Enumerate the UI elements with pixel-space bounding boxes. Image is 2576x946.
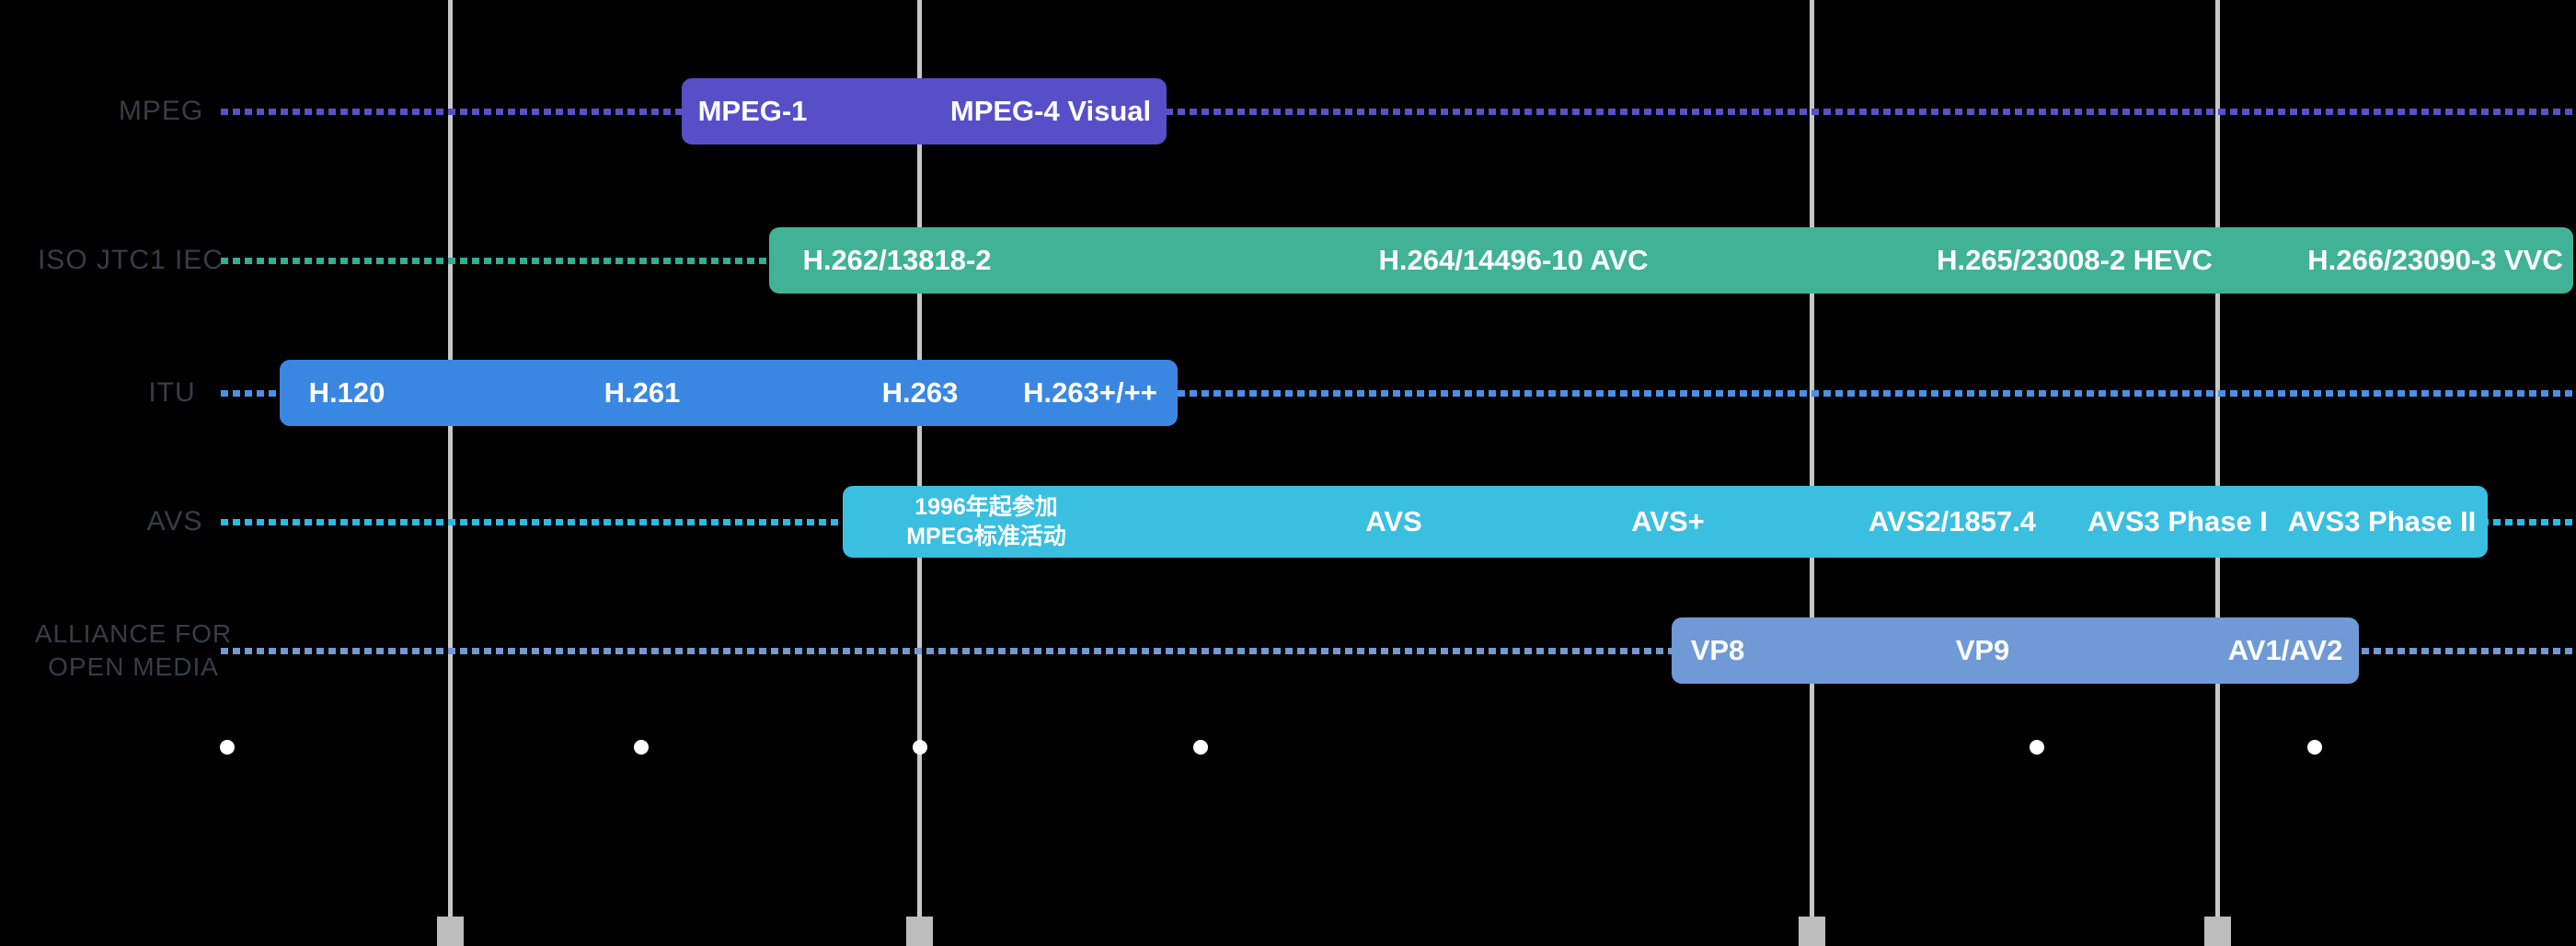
row-label-itu: ITU (148, 376, 195, 410)
bar-itu: H.120 H.261 H.263 H.263+/++ (280, 360, 1178, 426)
row-label-mpeg: MPEG (119, 95, 203, 128)
bar-label-line: 1996年起参加 (914, 494, 1058, 520)
gridline-handle (2204, 917, 2231, 946)
bar-label-avs-4: AVS3 Phase I (2087, 505, 2268, 538)
bar-label-iso-jtc1-iec-1: H.264/14496-10 AVC (1379, 244, 1649, 277)
bar-label-avs-5: AVS3 Phase II (2288, 505, 2476, 538)
bar-label-line: AVS3 Phase II (2287, 505, 2477, 537)
bar-label-iso-jtc1-iec-3: H.266/23090-3 VVC (2307, 244, 2562, 277)
bar-mpeg: MPEG-1 MPEG-4 Visual (682, 78, 1167, 144)
row-dotline-alliance-for-open-media (221, 648, 2576, 654)
bar-label-line: H.264/14496-10 AVC (1378, 244, 1649, 276)
row-dotline-mpeg (221, 109, 2576, 115)
bar-label-iso-jtc1-iec-0: H.262/13818-2 (802, 244, 991, 277)
bar-alliance-for-open-media: VP8 VP9 AV1/AV2 (1672, 617, 2359, 684)
row-label-line: ITU (148, 377, 196, 408)
year-dot (634, 740, 649, 755)
bar-label-line: VP9 (1955, 634, 2010, 666)
bar-label-line: AV1/AV2 (2227, 634, 2343, 666)
bar-label-line: AVS2/1857.4 (1868, 505, 2037, 537)
bar-label-line: AVS3 Phase I (2087, 505, 2268, 537)
bar-label-line: MPEG-1 (697, 95, 808, 127)
bar-label-line: H.262/13818-2 (802, 244, 992, 276)
bar-label-itu-3: H.263+/++ (1023, 376, 1157, 410)
bar-label-line: AVS (1365, 505, 1422, 537)
bar-label-mpeg-1: MPEG-4 Visual (950, 95, 1151, 128)
row-label-line: MPEG (118, 96, 204, 126)
bar-label-line: H.265/23008-2 HEVC (1937, 244, 2213, 276)
year-gridline (448, 0, 453, 917)
bar-label-alliance-for-open-media-0: VP8 (1691, 634, 1745, 667)
row-label-alliance-for-open-media: ALLIANCE FOR OPEN MEDIA (35, 617, 232, 684)
bar-label-line: H.261 (604, 376, 681, 409)
bar-label-iso-jtc1-iec-2: H.265/23008-2 HEVC (1937, 244, 2213, 277)
row-label-line: OPEN MEDIA (48, 652, 219, 681)
row-label-line: AVS (146, 506, 203, 536)
bar-iso-jtc1-iec: H.262/13818-2 H.264/14496-10 AVC H.265/230… (769, 227, 2573, 294)
bar-label-avs-0: 1996年起参加 MPEG标准活动 (906, 492, 1066, 551)
bar-label-line: MPEG-4 Visual (949, 95, 1152, 127)
year-dot (1193, 740, 1208, 755)
bar-label-line: H.263+/++ (1023, 376, 1157, 409)
year-gridline (2215, 0, 2220, 917)
year-dot (2030, 740, 2044, 755)
bar-label-mpeg-0: MPEG-1 (698, 95, 808, 128)
bar-label-line: H.266/23090-3 VVC (2307, 244, 2563, 276)
bar-label-line: VP8 (1690, 634, 1745, 666)
bar-avs: 1996年起参加 MPEG标准活动 AVS AVS+ AVS2/1857.4 AVS3 P… (843, 486, 2488, 558)
year-dot (913, 740, 927, 755)
row-label-avs: AVS (147, 505, 203, 538)
bar-label-itu-0: H.120 (309, 376, 385, 410)
row-label-iso-jtc1-iec: ISO JTC1 IEC (38, 244, 224, 277)
bar-label-line: H.263 (881, 376, 959, 409)
row-label-line: ALLIANCE FOR (34, 619, 233, 648)
bar-label-line: AVS+ (1631, 505, 1705, 537)
bar-label-avs-3: AVS2/1857.4 (1869, 505, 2036, 538)
bar-label-alliance-for-open-media-1: VP9 (1956, 634, 2010, 667)
row-label-line: ISO JTC1 IEC (37, 245, 224, 275)
gridline-handle (1799, 917, 1825, 946)
bar-label-avs-1: AVS (1365, 505, 1421, 538)
year-dot (2307, 740, 2322, 755)
row-dotline-itu (221, 390, 2576, 397)
gridline-handle (906, 917, 933, 946)
year-gridline (917, 0, 922, 917)
bar-label-line: H.120 (308, 376, 385, 409)
bar-label-alliance-for-open-media-2: AV1/AV2 (2228, 634, 2343, 667)
year-dot (220, 740, 235, 755)
bar-label-itu-1: H.261 (604, 376, 681, 410)
bar-label-itu-2: H.263 (882, 376, 959, 410)
bar-label-line: MPEG标准活动 (906, 524, 1066, 549)
year-gridline (1810, 0, 1814, 917)
bar-label-avs-2: AVS+ (1631, 505, 1705, 538)
gridline-handle (437, 917, 464, 946)
